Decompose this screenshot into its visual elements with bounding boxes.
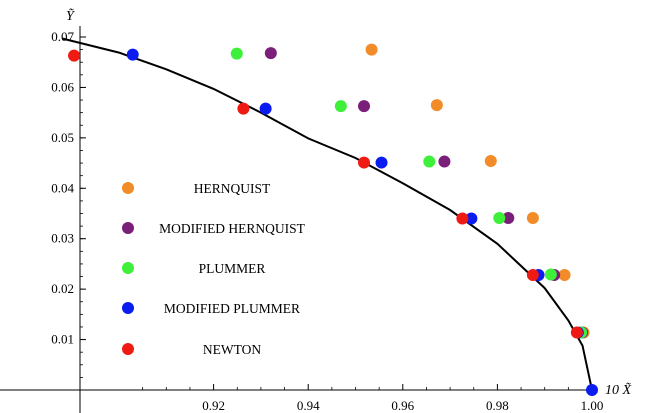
- x-tick-label: 0.92: [202, 398, 225, 413]
- point-modified-plummer: [375, 156, 388, 169]
- point-plummer: [493, 212, 506, 225]
- legend-label-modified-hernquist: MODIFIED HERNQUIST: [159, 221, 306, 236]
- curve-line: [61, 37, 593, 391]
- point-modified-hernquist: [502, 212, 515, 225]
- point-newton: [237, 102, 250, 115]
- legend-marker-modified-hernquist: [122, 222, 134, 234]
- point-plummer: [230, 47, 243, 60]
- point-modified-plummer: [126, 48, 139, 61]
- point-modified-plummer: [586, 384, 598, 396]
- point-plummer: [544, 268, 557, 281]
- y-tick-label: 0.07: [51, 29, 74, 44]
- point-newton: [358, 156, 371, 169]
- legend-marker-modified-plummer: [122, 302, 134, 314]
- x-tick-label: 1.00: [581, 398, 604, 413]
- point-hernquist: [558, 269, 571, 282]
- data-points: [68, 43, 598, 396]
- point-modified-hernquist: [264, 47, 277, 60]
- fit-curve: [61, 37, 593, 391]
- y-tick-label: 0.01: [51, 332, 74, 347]
- x-tick-label: 0.96: [391, 398, 414, 413]
- x-axis-title: 10 X̃: [605, 382, 632, 398]
- point-newton: [456, 212, 469, 225]
- point-hernquist: [484, 155, 497, 168]
- legend: HERNQUIST MODIFIED HERNQUIST PLUMMER MODIFI…: [122, 181, 306, 357]
- legend-label-plummer: PLUMMER: [199, 261, 266, 276]
- y-axis-title: Ỹ: [66, 7, 76, 24]
- legend-label-modified-plummer: MODIFIED PLUMMER: [164, 301, 300, 316]
- point-modified-hernquist: [358, 100, 371, 113]
- legend-label-newton: NEWTON: [203, 342, 261, 357]
- y-tick-label: 0.06: [51, 79, 74, 94]
- legend-marker-plummer: [122, 262, 134, 274]
- point-modified-plummer: [259, 102, 272, 115]
- point-modified-hernquist: [438, 155, 451, 168]
- point-newton: [526, 269, 539, 282]
- point-newton: [68, 49, 81, 62]
- point-plummer: [334, 100, 347, 113]
- axes: 0.92 0.94 0.96 0.98 1.00 0.01 0.02 0.03 0.04 0.05…: [0, 7, 632, 413]
- legend-label-hernquist: HERNQUIST: [194, 181, 271, 196]
- point-plummer: [423, 155, 436, 168]
- x-tick-label: 0.94: [297, 398, 320, 413]
- y-tick-label: 0.03: [51, 231, 74, 246]
- point-modified-plummer: [465, 212, 478, 225]
- y-tick-label: 0.02: [51, 281, 74, 296]
- point-hernquist: [365, 43, 378, 56]
- legend-marker-newton: [122, 343, 134, 355]
- y-tick-label: 0.04: [51, 180, 74, 195]
- point-hernquist: [526, 212, 539, 225]
- y-tick-label: 0.05: [51, 130, 74, 145]
- x-tick-label: 0.98: [486, 398, 509, 413]
- point-newton: [570, 326, 583, 339]
- legend-marker-hernquist: [122, 182, 134, 194]
- point-hernquist: [430, 99, 443, 112]
